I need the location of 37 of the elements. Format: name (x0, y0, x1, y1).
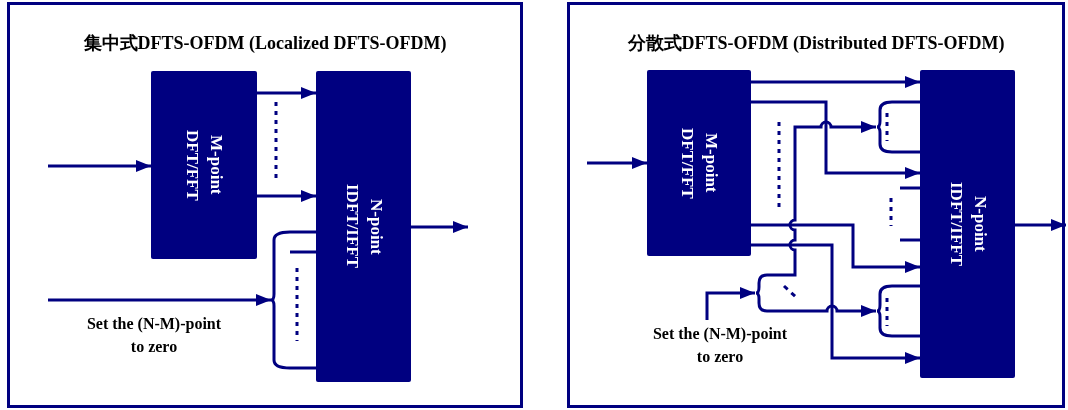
connector-line (892, 334, 920, 338)
arrow (767, 120, 876, 277)
transform-block: N-point IDFT/IFFT (920, 70, 1015, 378)
arrow (751, 243, 920, 364)
arrow (751, 76, 920, 88)
arrow (751, 223, 920, 273)
panel-frame (567, 2, 1065, 408)
arrow (257, 87, 316, 99)
arrow (587, 157, 647, 169)
transform-block: M-point DFT/FFT (647, 70, 751, 256)
transform-block: M-point DFT/FFT (151, 71, 257, 259)
arrow (1015, 219, 1066, 231)
connector-line (892, 100, 920, 104)
transform-block: N-point IDFT/IFFT (316, 71, 411, 382)
connector-line (892, 284, 920, 288)
connector-line (892, 150, 920, 154)
arrow (767, 304, 876, 317)
bracket (876, 101, 892, 153)
connector-line (900, 238, 920, 242)
bracket (755, 274, 767, 312)
panel-title: 集中式DFTS-OFDM (Localized DFTS-OFDM) (82, 32, 448, 55)
bracket (270, 231, 290, 369)
connector-line (900, 186, 920, 190)
arrow (257, 190, 316, 202)
arrow (751, 100, 920, 179)
arrow (411, 221, 468, 233)
connector-line (290, 250, 316, 254)
input-label: Set the (N-M)-point to zero (622, 320, 818, 374)
connector-line (290, 366, 316, 370)
arrow (48, 160, 151, 172)
panel-title: 分散式DFTS-OFDM (Distributed DFTS-OFDM) (626, 32, 1006, 55)
arrow (705, 287, 755, 320)
edge-label: Set the (N-M)-point to zero (85, 314, 223, 356)
panel-frame (7, 2, 523, 408)
arrow (48, 294, 271, 306)
bracket (876, 285, 892, 337)
connector-line (290, 230, 316, 234)
